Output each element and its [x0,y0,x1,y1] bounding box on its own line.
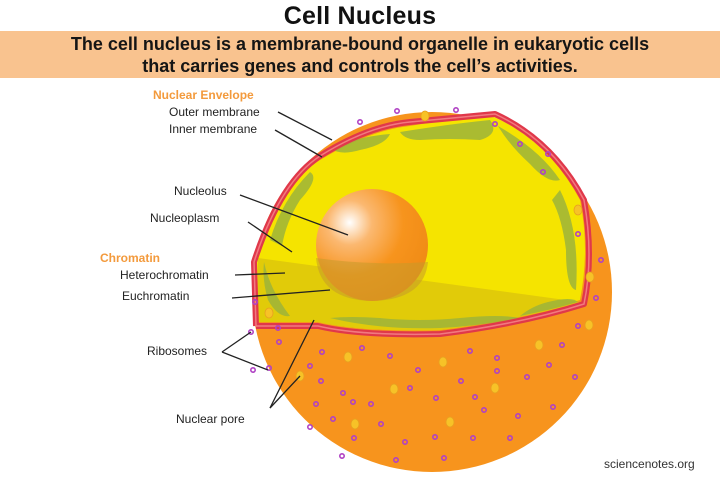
label-outer-membrane: Outer membrane [169,105,260,119]
description-banner: The cell nucleus is a membrane-bound org… [0,31,720,78]
label-heterochromatin: Heterochromatin [120,268,209,282]
chromatin-patches [263,120,578,329]
label-nuclear-pore: Nuclear pore [176,412,245,426]
label-nucleoplasm: Nucleoplasm [150,211,220,225]
label-euchromatin: Euchromatin [122,289,190,303]
label-nuclear-envelope: Nuclear Envelope [153,88,254,102]
label-nucleolus: Nucleolus [174,184,227,198]
leader-lines [221,111,349,409]
source-credit: sciencenotes.org [604,457,695,471]
nucleolus-lower-shade [316,258,428,301]
description-line-2: that carries genes and controls the cell… [142,56,578,76]
description-line-1: The cell nucleus is a membrane-bound org… [70,34,650,54]
page-title: Cell Nucleus [283,2,437,30]
label-inner-membrane: Inner membrane [169,122,258,136]
label-chromatin: Chromatin [100,251,160,265]
label-ribosomes: Ribosomes [147,344,208,358]
ribosomes [248,107,604,463]
nuclear-pores [264,110,595,430]
